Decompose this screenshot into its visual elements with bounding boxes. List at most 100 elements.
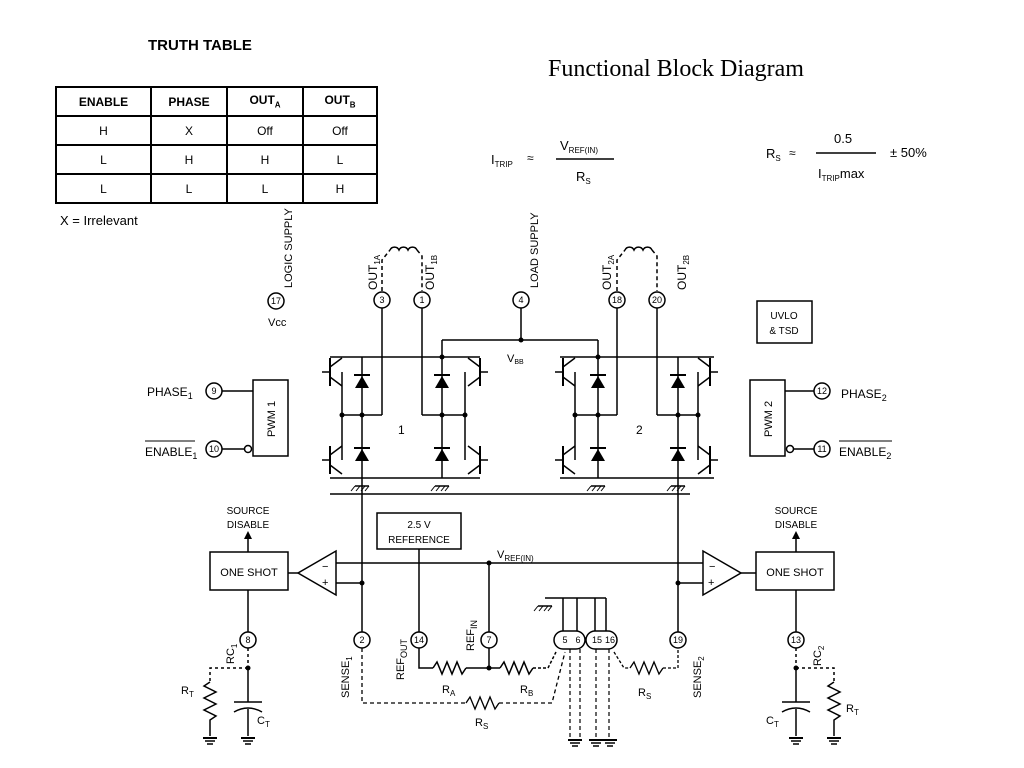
- tsd-label: & TSD: [769, 326, 798, 337]
- resistor-rt-right: [826, 681, 842, 736]
- pin-6-number: 6: [575, 635, 580, 645]
- transistor-q4: [467, 445, 489, 475]
- pin-13-number: 13: [791, 635, 801, 645]
- comparator-plus: +: [708, 577, 714, 589]
- source-disable-left-2: DISABLE: [227, 520, 270, 531]
- one-shot-right-label: ONE SHOT: [766, 567, 824, 579]
- svg-text:≈: ≈: [789, 146, 796, 160]
- pwm-1-label: PWM 1: [266, 401, 278, 437]
- power-ground-connections: [545, 597, 607, 631]
- rs-equation: RS ≈ 0.5 ITRIPmax ± 50%: [766, 131, 927, 183]
- ref-out-label: REFOUT: [395, 639, 409, 681]
- pin-17: [267, 292, 285, 310]
- resistor-rs-left: [465, 695, 500, 711]
- reference-divider: [418, 648, 557, 676]
- source-disable-right-1: SOURCE: [775, 506, 818, 517]
- motor-coil-1: [381, 246, 423, 291]
- pin-9-number: 9: [211, 386, 216, 396]
- svg-text:± 50%: ± 50%: [890, 145, 927, 160]
- svg-text:0.5: 0.5: [834, 131, 852, 146]
- table-row: L L L H: [55, 173, 378, 204]
- rc-network-left: [202, 648, 263, 736]
- svg-text:ITRIP: ITRIP: [491, 152, 513, 169]
- phase-1-label: PHASE1: [147, 385, 193, 401]
- svg-text:RS: RS: [766, 146, 781, 163]
- motor-coil-2: [616, 246, 658, 291]
- pin-15-16-group: [585, 630, 618, 650]
- rb-label: RB: [520, 684, 533, 698]
- pin-12-number: 12: [817, 386, 827, 396]
- enable-1-label: ENABLE1: [145, 445, 197, 461]
- comparator-right: [702, 549, 743, 597]
- svg-text:≈: ≈: [527, 151, 534, 165]
- pin-19-number: 19: [673, 635, 683, 645]
- pin-11-number: 11: [817, 444, 826, 454]
- pin-16-number: 16: [605, 635, 615, 645]
- ground-icon: [202, 737, 218, 745]
- phase-2-label: PHASE2: [841, 387, 887, 403]
- rc-2-label: RC2: [812, 645, 826, 666]
- pin-3-number: 3: [379, 295, 384, 305]
- rs-right-label: RS: [638, 687, 651, 701]
- vcc-label: Vcc: [268, 317, 287, 329]
- transistor-q7: [697, 357, 719, 387]
- pin-10: [205, 440, 223, 458]
- transistor-q8: [697, 445, 719, 475]
- cell: H: [150, 144, 228, 175]
- cell: Off: [226, 115, 304, 146]
- cell: L: [226, 173, 304, 204]
- ground-icon: [826, 737, 842, 745]
- pin-11: [813, 440, 831, 458]
- transistor-q2: [321, 445, 343, 475]
- transistor-q6: [554, 445, 576, 475]
- pin-10-number: 10: [209, 444, 219, 454]
- pin-7-number: 7: [486, 635, 491, 645]
- rt-right-label: RT: [846, 703, 859, 717]
- transistor-q3: [467, 357, 489, 387]
- ra-label: RA: [442, 684, 456, 698]
- uvlo-label: UVLO: [770, 311, 797, 322]
- table-row: H X Off Off: [55, 115, 378, 146]
- resistor-rb: [499, 660, 534, 676]
- pin-14-number: 14: [414, 635, 424, 645]
- diode-d4: [433, 447, 451, 462]
- diagram-title: Functional Block Diagram: [548, 56, 804, 82]
- diode-d3: [433, 374, 451, 389]
- uvlo-tsd-block: [756, 300, 813, 344]
- ground-icon: [588, 739, 604, 747]
- pin-19: [669, 631, 687, 649]
- sense-1-label: SENSE1: [340, 656, 354, 698]
- one-shot-left-label: ONE SHOT: [220, 567, 278, 579]
- cell: L: [150, 173, 228, 204]
- source-disable-left-1: SOURCE: [227, 506, 270, 517]
- ground-icon: [240, 737, 256, 745]
- pin-17-number: 17: [271, 296, 281, 306]
- pwm-1-block: [252, 379, 289, 457]
- bridge-1-label: 1: [398, 423, 405, 437]
- rc-1-label: RC1: [225, 643, 239, 664]
- transistor-q1: [321, 357, 343, 387]
- out-2a-label: OUT2A: [600, 254, 616, 290]
- ground-icon: [567, 739, 583, 747]
- rs-left-label: RS: [475, 717, 488, 731]
- h-bridge-2: [560, 308, 714, 494]
- pin-12: [813, 382, 831, 400]
- table-header-row: ENABLE PHASE OUTA OUTB: [55, 86, 378, 117]
- diode-d5: [589, 374, 607, 389]
- ground-icon: [602, 739, 618, 747]
- cell: X: [150, 115, 228, 146]
- ground-icon: [533, 605, 553, 612]
- arrow-up-icon: [244, 531, 252, 539]
- pin-20-number: 20: [652, 295, 662, 305]
- vref-in-label: VREF(IN): [497, 549, 534, 563]
- ct-right-label: CT: [766, 715, 779, 729]
- reference-label: REFERENCE: [388, 535, 450, 546]
- itrip-equation: ITRIP ≈ VREF(IN) RS: [491, 138, 614, 186]
- diode-d6: [589, 447, 607, 462]
- header-out-a: OUTA: [226, 86, 304, 117]
- pin-18-number: 18: [612, 295, 622, 305]
- resistor-rs-right: [629, 660, 664, 676]
- svg-text:RS: RS: [576, 169, 591, 186]
- load-supply-label: LOAD SUPPLY: [529, 212, 541, 288]
- pwm-2-label: PWM 2: [763, 401, 775, 437]
